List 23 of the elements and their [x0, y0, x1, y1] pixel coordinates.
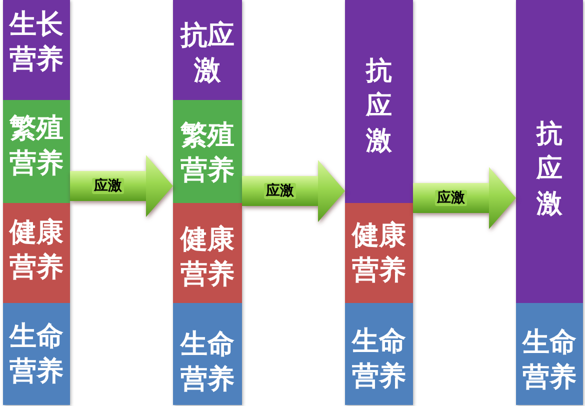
text-band: 抗应激	[516, 0, 583, 303]
stacked-column	[173, 0, 242, 405]
text-band: 生命营养	[173, 303, 242, 405]
text-band: 生命营养	[345, 303, 413, 405]
text-band: 抗应激	[173, 0, 242, 100]
edge-label: 应激	[264, 183, 296, 199]
stacked-column	[3, 0, 70, 405]
text-band: 生长营养	[3, 0, 70, 100]
edge-label: 应激	[92, 178, 124, 194]
text-band: 健康营养	[345, 203, 413, 303]
text-band: 繁殖营养	[173, 100, 242, 203]
edge-label: 应激	[435, 190, 468, 206]
arrow	[70, 155, 173, 217]
text-band: 抗应激	[345, 0, 413, 203]
text-band: 生命营养	[3, 303, 70, 405]
stacked-column	[345, 0, 413, 405]
stacked-column	[516, 0, 583, 405]
text-band: 健康营养	[173, 203, 242, 303]
arrow	[413, 167, 516, 229]
text-band: 生命营养	[516, 303, 583, 405]
arrow	[242, 160, 345, 222]
text-band: 繁殖营养	[3, 100, 70, 203]
text-band: 健康营养	[3, 203, 70, 303]
